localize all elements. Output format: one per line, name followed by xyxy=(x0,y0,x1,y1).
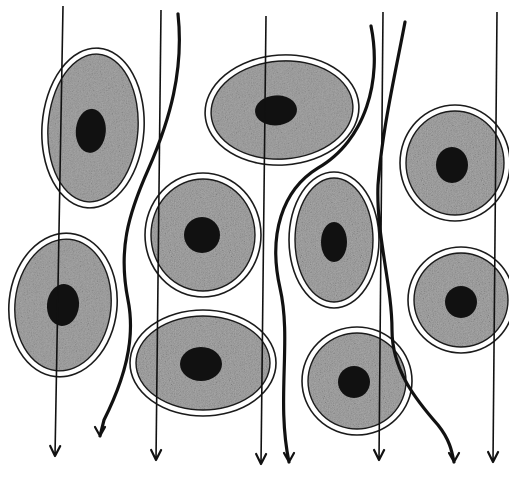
cell xyxy=(289,172,379,308)
cell xyxy=(37,45,150,212)
cell-nucleus xyxy=(321,222,347,262)
cell-nucleus xyxy=(184,217,220,253)
straight-pathway xyxy=(488,12,498,462)
cell-nucleus xyxy=(180,347,222,381)
cells-layer xyxy=(2,45,509,435)
cell xyxy=(145,173,261,297)
cell-nucleus xyxy=(436,147,468,183)
cell-nucleus xyxy=(338,366,370,398)
cell-nucleus xyxy=(445,286,477,318)
straight-pathway-line xyxy=(493,12,497,462)
cell xyxy=(302,327,412,435)
cell xyxy=(130,310,276,416)
cell xyxy=(2,228,124,383)
straight-pathway xyxy=(50,6,63,456)
cell xyxy=(400,105,509,221)
